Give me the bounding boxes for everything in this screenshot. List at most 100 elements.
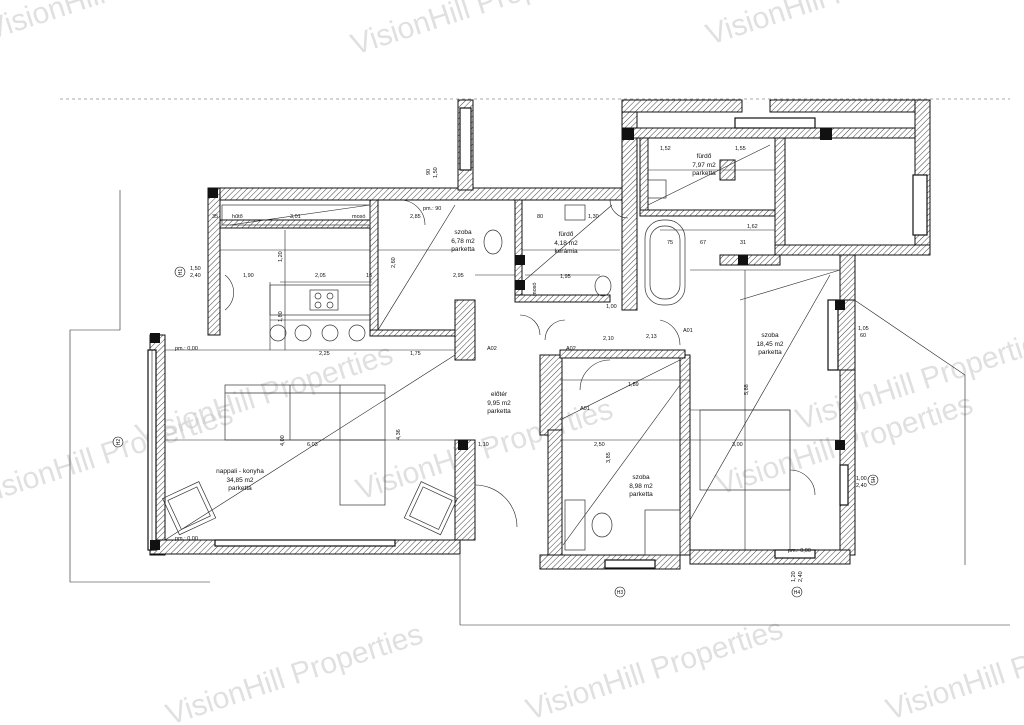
room-1-area: 6,78 m2 [451, 238, 475, 245]
dim-15: 15 [366, 273, 372, 279]
watermark-7: VisionHill Properties [162, 617, 427, 725]
room-labels: szoba 6,78 m2 parketta fürdő 4,18 m2 ker… [216, 153, 784, 498]
section-markers: H1 H2 H3 H4 H5 [112, 266, 879, 598]
pm-0-left-label: pm.: 0,00 [175, 346, 198, 352]
room-7-area: 34,85 m2 [226, 477, 253, 484]
dim-189: 1,89 [628, 382, 639, 388]
watermark-9: VisionHill Properties [882, 612, 1024, 725]
dim-180: 1,80 [278, 311, 284, 322]
dim-175: 1,75 [410, 351, 421, 357]
pm-0-bottom-label: pm.: 0,00 [175, 536, 198, 542]
dim-400: 4,00 [280, 435, 286, 446]
room-5-floor: parketta [487, 408, 511, 415]
dim-162: 1,62 [747, 224, 758, 230]
room-6-area: 8,98 m2 [629, 483, 653, 490]
washer-label: mosó [352, 214, 365, 220]
room-4-name: szoba [761, 332, 779, 339]
room-3-floor: parketta [692, 170, 716, 177]
room-1-name: szoba [454, 229, 472, 236]
dim-60: 60 [860, 333, 866, 339]
dim-210: 2,10 [603, 336, 614, 342]
dim-250: 2,50 [594, 442, 605, 448]
dim-240c: 2,40 [798, 571, 804, 582]
room-7-name: nappali - konyha [216, 468, 264, 475]
dim-588: 5,88 [744, 384, 750, 395]
dim-110: 1,10 [478, 442, 489, 448]
columns [150, 128, 845, 550]
dim-67: 67 [700, 240, 706, 246]
dim-213: 2,13 [646, 334, 657, 340]
dim-225: 2,25 [319, 351, 330, 357]
watermark-1: VisionHill Properties [0, 0, 247, 47]
dim-301: 3,01 [290, 214, 301, 220]
dim-152: 1,52 [660, 146, 671, 152]
dim-240b: 2,40 [856, 483, 867, 489]
dim-260: 2,60 [391, 257, 397, 268]
dim-195: 1,95 [560, 274, 571, 280]
doors [224, 199, 816, 528]
room-2-name: fürdő [559, 231, 574, 238]
room-2-floor: kerámia [554, 248, 578, 255]
dim-120b: 1,20 [791, 571, 797, 582]
room-4-floor: parketta [758, 349, 782, 356]
dim-100-240: 1,00 [856, 476, 867, 482]
windows [147, 107, 928, 569]
misc-labels: hűtő mosó pm.: 90 pm.: 0,00 pm.: 0,00 pm… [175, 206, 811, 554]
dim-190: 1,90 [243, 273, 254, 279]
room-1-floor: parketta [451, 246, 475, 253]
h3-tag: H3 [617, 590, 624, 596]
room-5-area: 9,95 m2 [487, 400, 511, 407]
watermark-5: VisionHill Properties [352, 392, 617, 506]
a01-label-center: A01 [580, 406, 590, 412]
room-6-floor: parketta [629, 491, 653, 498]
dim-31: 31 [740, 240, 746, 246]
dim-75: 75 [667, 240, 673, 246]
dim-80: 80 [537, 214, 543, 220]
a02-label-right: A02 [566, 346, 576, 352]
fridge-label: hűtő [232, 214, 243, 220]
dim-130: 1,30 [588, 214, 599, 220]
h4-tag: H4 [794, 590, 801, 596]
dim-205: 2,05 [315, 273, 326, 279]
room-7-floor: parketta [228, 485, 252, 492]
room-3-name: fürdő [697, 153, 712, 160]
terrace-outline [69, 190, 210, 583]
dim-120: 1,20 [278, 251, 284, 262]
watermark-10: VisionHill Properties [132, 337, 397, 451]
dim-150b: 1,50 [433, 167, 439, 178]
dim-150: 1,50 [190, 266, 201, 272]
dim-155: 1,55 [735, 146, 746, 152]
dim-100: 1,00 [606, 304, 617, 310]
a01-label-right: A01 [683, 328, 693, 334]
dim-240a: 2,40 [190, 273, 201, 279]
h2-tag: H2 [116, 439, 122, 446]
room-2-area: 4,18 m2 [554, 240, 578, 247]
dimensions: 35 3,01 2,85 80 1,30 1,50 2,40 1,90 2,05… [190, 146, 869, 582]
pm-0-right-label: pm.: 0,00 [788, 548, 811, 554]
h1-tag: H1 [178, 269, 184, 276]
dim-603: 6,03 [307, 442, 318, 448]
dim-295: 2,95 [453, 273, 464, 279]
dim-35: 35 [212, 214, 218, 220]
dim-300: 3,00 [732, 442, 743, 448]
laundry-label: mosó [532, 283, 538, 296]
room-5-name: előtér [491, 391, 508, 398]
dim-436: 4,36 [396, 429, 402, 440]
room-6-name: szoba [632, 474, 650, 481]
terrace-outline-right [849, 296, 966, 565]
room-diagonals [164, 144, 841, 546]
watermark-3: VisionHill Properties [702, 0, 967, 52]
h5-tag: H5 [869, 477, 875, 484]
dim-285: 2,85 [410, 214, 421, 220]
pm-90-label: pm.: 90 [423, 206, 441, 212]
room-4-area: 18,45 m2 [756, 341, 783, 348]
dim-90: 90 [426, 169, 432, 175]
room-3-area: 7,97 m2 [692, 162, 716, 169]
watermark-2: VisionHill Properties [347, 0, 612, 62]
watermark-8: VisionHill Properties [522, 612, 787, 725]
furniture [162, 179, 791, 556]
dim-385: 3,85 [606, 452, 612, 463]
dim-105: 1,05 [858, 326, 869, 332]
a02-label-left: A02 [487, 346, 497, 352]
